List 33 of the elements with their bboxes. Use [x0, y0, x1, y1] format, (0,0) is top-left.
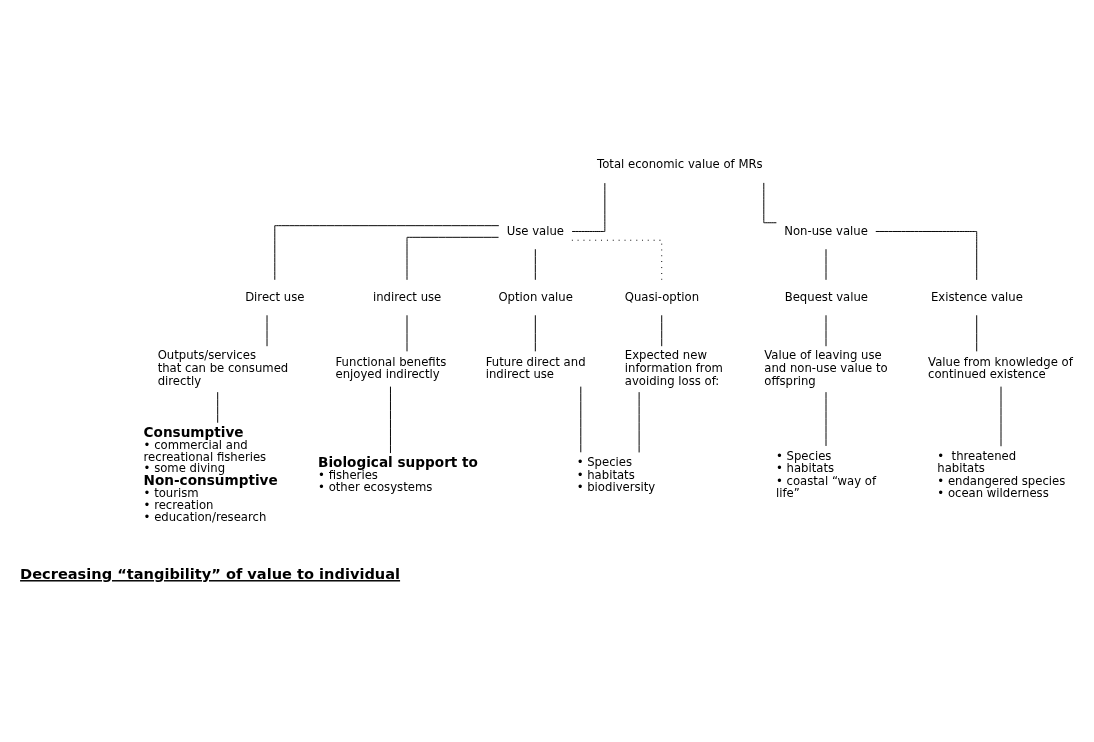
node-text: Future direct and indirect use [485, 354, 586, 382]
connector [875, 231, 978, 281]
node-text: Direct use [245, 289, 305, 304]
node-text: Value of leaving use and non-use value to offspring [764, 348, 888, 388]
node-text: • Species • habitats • biodiversity [576, 454, 656, 495]
node-text: • threatened habitats • endangered species • ocean wilderness [937, 448, 1066, 501]
label: Decreasing “tangibility” of value to individual [20, 565, 401, 583]
node-text: Existence value [931, 289, 1023, 304]
connector [390, 386, 391, 454]
node-text: Consumptive • commercial and recreational fisheries • some diving Non-consumptive • tourism • recreation • education/research [143, 423, 278, 524]
connector [406, 236, 500, 281]
connector [217, 391, 219, 424]
connector [580, 386, 582, 453]
node-text: Use value [506, 223, 564, 238]
node-text: Non-use value [784, 223, 868, 238]
node-text: • Species • habitats • coastal “way of life” [775, 448, 877, 501]
node-text: Option value [498, 289, 573, 304]
connector [534, 314, 536, 352]
node-text: indirect use [372, 289, 442, 304]
connector [571, 239, 663, 281]
connector [976, 314, 978, 352]
node-text: Biological support to • fisheries • other ecosystems [318, 453, 478, 494]
connector [534, 248, 536, 281]
node-text: Value from knowledge of continued existence [928, 354, 1073, 382]
connector [274, 225, 500, 281]
node-text: Total economic value of MRs [597, 157, 763, 172]
node-text: Functional benefits enjoyed indirectly [335, 354, 447, 382]
node-text: Quasi-option [624, 289, 700, 304]
node-text: Expected new information from avoiding loss of: [624, 348, 723, 388]
connector [571, 182, 606, 232]
node-text: Outputs/services that can be consumed directly [157, 348, 289, 388]
node-text: Bequest value [784, 289, 869, 304]
connector [661, 314, 663, 347]
